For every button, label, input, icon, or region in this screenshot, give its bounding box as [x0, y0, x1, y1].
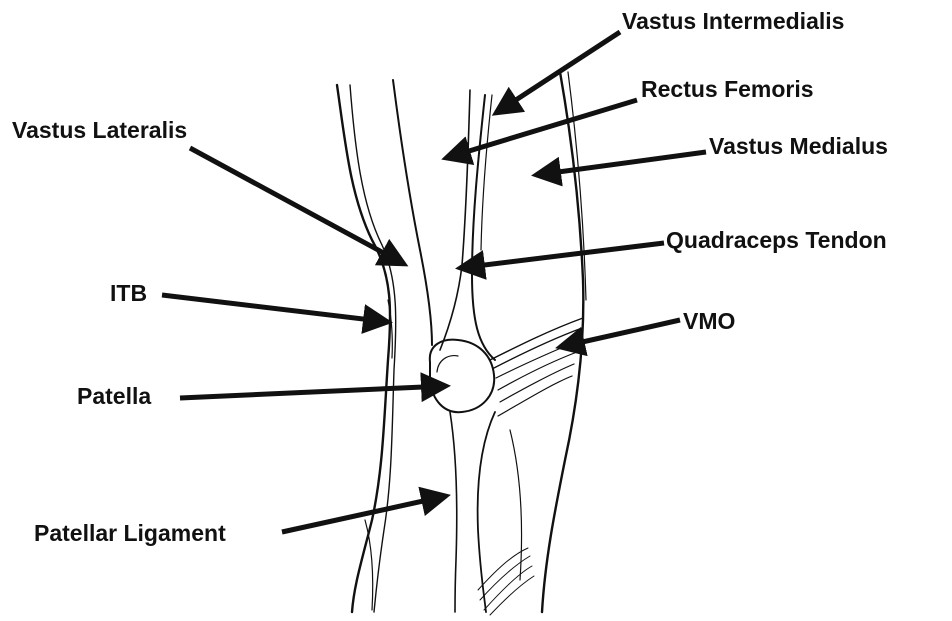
- arrow-rectus-femoris: [446, 100, 637, 158]
- quad-left-line: [393, 80, 432, 345]
- label-patella: Patella: [77, 383, 151, 409]
- label-vmo: VMO: [683, 308, 735, 334]
- label-patellar-ligament: Patellar Ligament: [34, 520, 226, 546]
- label-quadraceps-tendon: Quadraceps Tendon: [666, 227, 887, 253]
- arrow-vastus-medialus: [536, 152, 706, 175]
- arrow-vastus-intermedialis: [496, 32, 620, 113]
- arrow-vmo: [560, 320, 680, 347]
- outer-thigh-line: [337, 85, 390, 612]
- arrow-patella: [180, 386, 446, 398]
- vmo-fiber-6: [498, 376, 572, 416]
- arrow-itb: [162, 295, 388, 322]
- shin-right-line: [478, 412, 495, 612]
- arrow-quadraceps-tendon: [460, 243, 664, 268]
- label-rectus-femoris: Rectus Femoris: [641, 76, 814, 102]
- shin-left-line: [450, 412, 457, 612]
- label-itb: ITB: [110, 280, 147, 306]
- label-vastus-lateralis: Vastus Lateralis: [12, 117, 187, 143]
- label-vastus-medialus: Vastus Medialus: [709, 133, 888, 159]
- hatch-2: [480, 556, 530, 600]
- vmo-fiber-1: [490, 318, 583, 360]
- arrow-vastus-lateralis: [190, 148, 404, 264]
- label-vastus-intermedialis: Vastus Intermedialis: [622, 8, 844, 34]
- patella-shadow: [437, 356, 458, 372]
- quad-right-line: [440, 90, 470, 350]
- leader-arrows: [162, 32, 706, 532]
- vmo-fiber-2: [494, 328, 582, 368]
- arrow-patellar-ligament: [282, 496, 446, 532]
- rectus-line-1: [472, 95, 495, 360]
